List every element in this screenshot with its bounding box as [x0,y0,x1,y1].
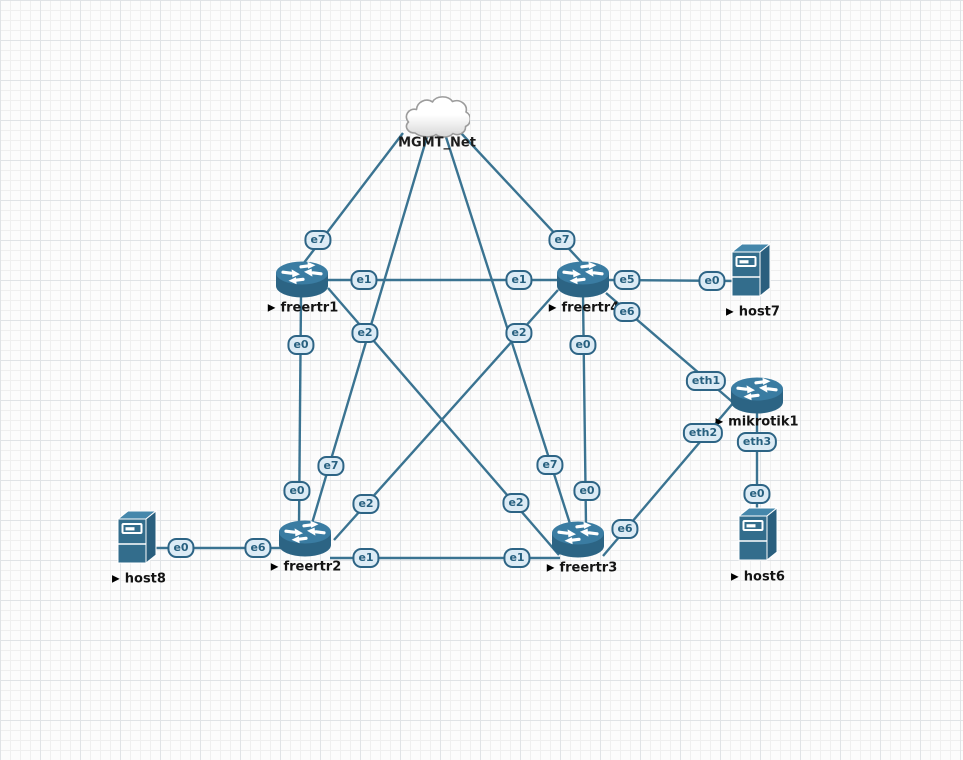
port-label-mgmt_net-freertr2-e7[interactable]: e7 [317,456,345,476]
node-label-mgmt_net[interactable]: MGMT_Net [398,136,476,151]
port-label-freertr4-mikrotik1-e6[interactable]: e6 [613,302,641,322]
cloud-icon [405,96,472,138]
node-label-freertr1[interactable]: ▶ freertr1 [268,301,339,316]
router-icon [731,377,783,414]
node-host6[interactable] [737,506,779,565]
port-label-freertr4-freertr2-e2[interactable]: e2 [352,494,380,514]
play-triangle-icon: ▶ [715,416,724,427]
node-freertr4[interactable] [555,260,611,300]
node-label-freertr3[interactable]: ▶ freertr3 [547,561,618,576]
node-label-mikrotik1[interactable]: ▶ mikrotik1 [715,415,798,430]
play-triangle-icon: ▶ [726,306,734,317]
node-freertr1[interactable] [274,260,330,300]
node-host8[interactable] [116,509,158,568]
server-icon [730,242,772,298]
node-label-host7[interactable]: ▶ host7 [726,305,780,320]
node-mikrotik1[interactable] [729,376,785,416]
port-label-freertr4-freertr2-e2[interactable]: e2 [505,323,533,343]
play-triangle-icon: ▶ [112,573,120,584]
port-label-freertr1-freertr4-e1[interactable]: e1 [505,270,533,290]
port-label-freertr3-mikrotik1-eth2[interactable]: eth2 [682,423,724,443]
node-label-text: freertr2 [283,559,342,575]
node-label-freertr2[interactable]: ▶ freertr2 [271,560,342,575]
port-label-host8-freertr2-e6[interactable]: e6 [244,538,272,558]
play-triangle-icon: ▶ [546,562,555,573]
node-host7[interactable] [730,242,772,301]
node-label-freertr4[interactable]: ▶ freertr4 [549,301,620,316]
port-label-mgmt_net-freertr4-e7[interactable]: e7 [548,230,576,250]
server-icon [116,509,158,565]
play-triangle-icon: ▶ [731,571,739,582]
play-triangle-icon: ▶ [270,561,279,572]
node-label-host6[interactable]: ▶ host6 [731,570,785,585]
node-label-text: host7 [738,304,780,320]
node-freertr2[interactable] [277,519,333,559]
router-icon [279,520,331,557]
port-label-host8-freertr2-e0[interactable]: e0 [167,538,195,558]
node-label-text: MGMT_Net [398,135,476,151]
node-label-text: host6 [743,569,785,585]
play-triangle-icon: ▶ [267,302,276,313]
node-label-text: mikrotik1 [728,414,799,430]
router-icon [557,261,609,298]
node-mgmt_net[interactable] [402,93,472,139]
port-label-freertr4-freertr3-e0[interactable]: e0 [569,335,597,355]
port-label-freertr1-freertr3-e2[interactable]: e2 [502,493,530,513]
port-label-freertr1-freertr3-e2[interactable]: e2 [351,323,379,343]
port-label-freertr2-freertr3-e1[interactable]: e1 [352,548,380,568]
node-freertr3[interactable] [550,520,606,560]
node-label-text: freertr3 [559,560,618,576]
node-label-text: freertr4 [561,300,620,316]
node-label-host8[interactable]: ▶ host8 [112,572,166,587]
port-label-freertr2-freertr3-e1[interactable]: e1 [503,548,531,568]
router-icon [276,261,328,298]
port-label-mgmt_net-freertr1-e7[interactable]: e7 [304,230,332,250]
port-label-freertr1-freertr2-e0[interactable]: e0 [287,335,315,355]
port-label-freertr1-freertr4-e1[interactable]: e1 [350,270,378,290]
port-label-freertr4-freertr3-e0[interactable]: e0 [573,481,601,501]
port-label-freertr3-mikrotik1-e6[interactable]: e6 [611,519,639,539]
node-label-text: host8 [124,571,166,587]
port-label-mgmt_net-freertr3-e7[interactable]: e7 [536,455,564,475]
port-label-freertr4-mikrotik1-eth1[interactable]: eth1 [685,371,727,391]
node-label-text: freertr1 [280,300,339,316]
port-label-mikrotik1-host6-e0[interactable]: e0 [743,484,771,504]
play-triangle-icon: ▶ [548,302,557,313]
router-icon [552,521,604,558]
port-label-freertr1-freertr2-e0[interactable]: e0 [283,481,311,501]
port-label-freertr4-host7-e0[interactable]: e0 [698,271,726,291]
server-icon [737,506,779,562]
port-label-freertr4-host7-e5[interactable]: e5 [613,270,641,290]
port-label-mikrotik1-host6-eth3[interactable]: eth3 [736,432,778,452]
